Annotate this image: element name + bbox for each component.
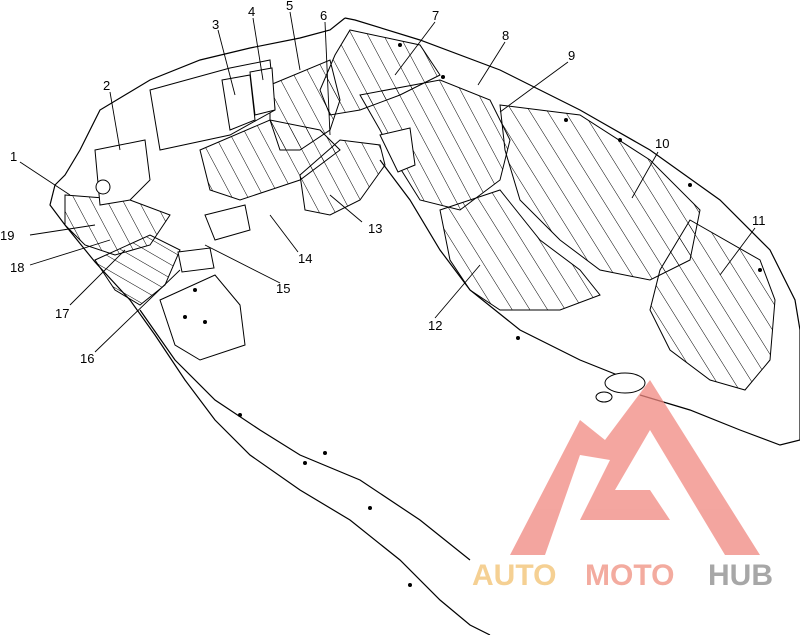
callout-2: 2 [103,78,110,93]
pad-10 [499,104,701,281]
pad-11 [649,219,776,391]
watermark-text-moto: MOTO [585,559,674,592]
bracket-2-hole [95,179,111,195]
mounting-holes [183,43,762,587]
callout-3: 3 [212,17,219,32]
callout-labels: 1 2 3 4 5 6 7 8 9 10 11 12 13 14 15 16 1… [0,0,766,366]
bracket-2 [94,139,151,206]
callout-11: 11 [752,213,766,228]
callout-9: 9 [568,48,575,63]
leader-lines [19,11,756,353]
watermark-text-auto: AUTO [472,559,556,592]
brackets [94,59,646,403]
callout-12: 12 [428,318,442,333]
bracket-3 [221,74,256,131]
bracket-14 [204,204,251,241]
callout-14: 14 [298,251,312,266]
callout-10: 10 [655,136,669,151]
callout-15: 15 [276,281,290,296]
pad-12 [439,189,601,311]
insulation-pads [64,29,776,391]
bracket-15 [177,247,215,273]
callout-13: 13 [368,221,382,236]
callout-7: 7 [432,8,439,23]
watermark-text-hub: HUB [708,559,773,592]
callout-6: 6 [320,8,327,23]
plug-rear-ring [595,391,613,403]
watermark-logo [510,380,760,555]
plate-16 [159,274,246,361]
pad-center [359,79,511,211]
bracket-right [379,127,416,173]
watermark: AUTO MOTO HUB [472,380,773,592]
pad-13 [299,139,386,216]
callout-4: 4 [248,4,255,19]
callout-1: 1 [10,149,17,164]
callout-18: 18 [10,260,24,275]
bracket-4 [249,67,276,116]
callout-8: 8 [502,28,509,43]
callout-19: 19 [0,228,14,243]
plug-rear [604,372,646,394]
callout-17: 17 [55,306,69,321]
callout-16: 16 [80,351,94,366]
callout-5: 5 [286,0,293,13]
